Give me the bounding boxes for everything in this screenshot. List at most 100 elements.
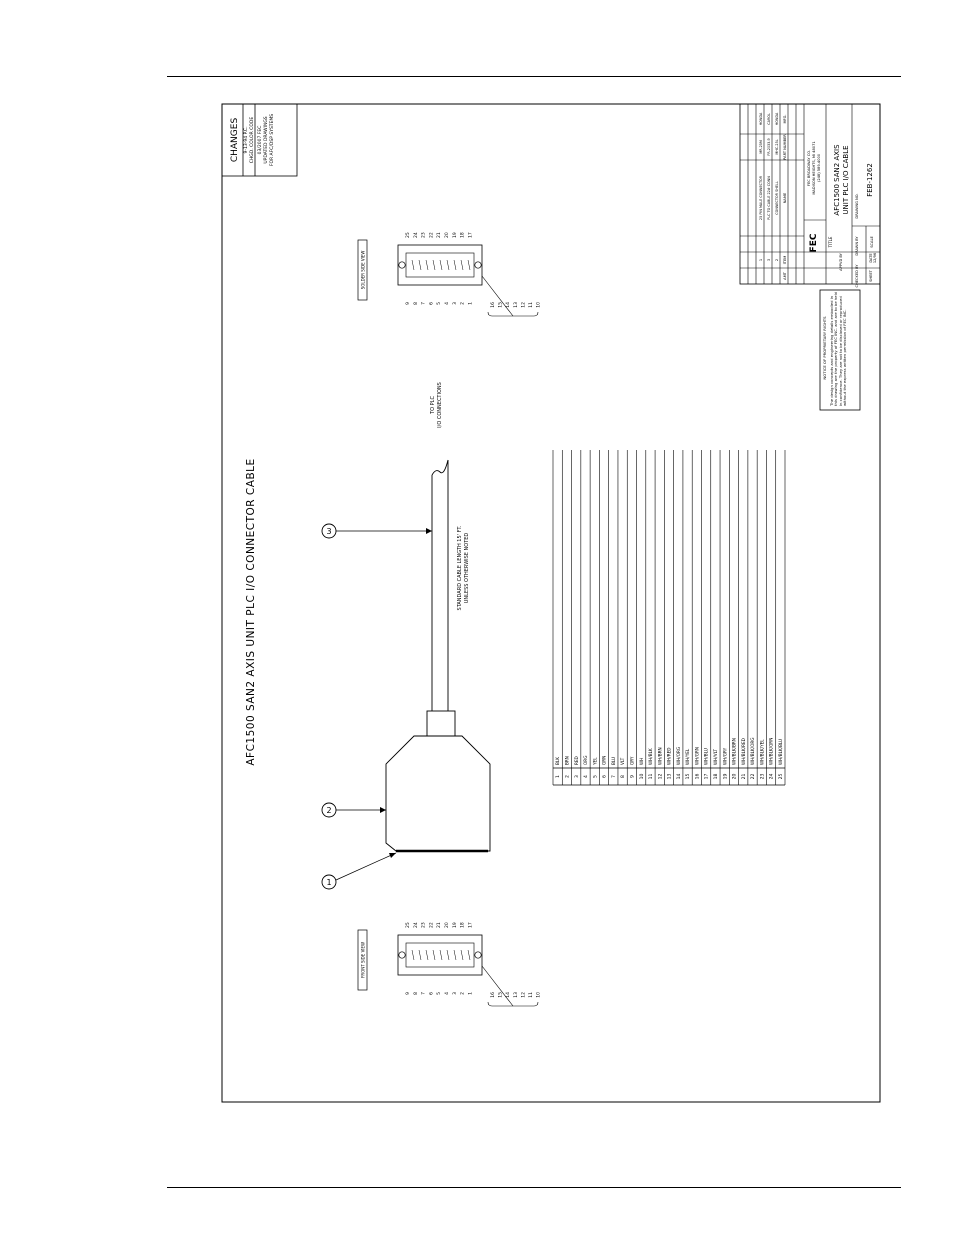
pin-label-top: 24 [413,232,419,238]
front-side_label: FRONT SIDE VIEW [361,942,366,978]
brace-leader [481,965,514,1007]
pin-label-top: 23 [421,232,427,238]
wire-pin-number: 5 [592,775,598,778]
bom-row-3-desc: 25 PIN MALE CONNECTOR [759,175,763,220]
wire-pin-number: 22 [750,774,756,780]
bom-row-2-mfg: HONDA [775,112,779,125]
pin-label-top: 20 [444,232,450,238]
title-block: AMT ITEM NAME PART NUMBER MFG. 3 PLC TO … [739,103,881,288]
wire-pin-number: 4 [583,775,589,778]
pin-mark [439,949,443,961]
callout-1: 1 [321,852,397,890]
wire-color: WH/BLK/BLU [778,739,783,765]
connector-insert [405,252,475,278]
bom-header-desc: NAME [783,192,787,203]
wire-pin-number: 19 [722,774,728,780]
wire-color: WH/BLK/ORG [750,737,755,765]
bom-header-qty: AMT [783,271,787,280]
checked-label: CHECKED BY [855,264,859,288]
wire-color: WH/BLU [704,748,709,765]
pin-mark [453,949,457,961]
pin-label-top: 22 [428,922,434,928]
wire-color-table: 1BLK2BRN3RED4ORG5YEL6GRN7BLU8VLT9GRY10WH… [552,450,786,786]
wire-color: WH/BRN [657,747,662,765]
callout-3: 3 [321,523,432,539]
callout-2-label: 2 [326,806,331,815]
wire-pin-number: 18 [713,774,719,780]
changes-header: CHANGES [230,118,240,163]
pin-mark [425,949,429,961]
pin-label-bottom: 5 [436,992,442,995]
pin-mark [467,259,471,271]
wire-pin-number: 3 [574,775,580,778]
pin-label-bottom: 6 [428,992,434,995]
pin-label-bottom: 3 [452,992,458,995]
wire-pin-number: 9 [629,775,635,778]
notice-body: The design concepts and engineering deta… [828,291,848,406]
pin-mark [425,259,429,271]
pin-label-bracket: 14 [505,302,511,308]
pin-mark [432,259,436,271]
pin-label-bracket: 15 [498,302,504,308]
sheet-border [221,103,881,1103]
to-plc-line2: I/O CONNECTIONS [437,382,443,428]
change-1-line1: 9-13-94 P.C. [243,126,249,153]
pin-label-bottom: 2 [460,992,466,995]
wire-color: WH/GRN [694,747,699,765]
pin-mark [432,949,436,961]
change-1-line2: CHGD. COLOR CODE [249,117,255,164]
pin-mark [446,259,450,271]
approved-label: APPVD BY [839,252,843,270]
pin-label-top: 22 [428,232,434,238]
wire-color: WH/GRY [722,747,727,765]
callout-3-label: 3 [326,527,331,536]
notice-title: NOTICE OF PROPRIETARY RIGHTS [822,316,827,380]
solder-side-connector: SOLDER SIDE VIEW259248237226215204193182… [357,232,542,317]
drawing-title: AFC1500 SAN2 AXIS UNIT PLC I/O CONNECTOR… [245,458,257,765]
pin-label-bottom: 1 [467,992,473,995]
wire-pin-number: 24 [769,774,775,780]
wire-pin-number: 12 [657,774,663,780]
bom-row-1-desc: PLC TO CABLE 22# CONN [767,176,771,220]
wire-color: WH/RED [667,748,672,765]
pin-label-top: 17 [467,922,473,928]
wire-color: WH/BLK/GRN [769,738,774,765]
wire-color: GRY [629,756,634,765]
wire-pin-number: 17 [704,774,710,780]
wire-color: WH/ORG [676,747,681,765]
pin-brace [487,1001,539,1007]
pin-mark [446,949,450,961]
pin-label-top: 23 [421,922,427,928]
wire-color: WH/BLK/RED [741,738,746,765]
pin-label-bracket: 10 [536,992,542,998]
pin-label-bracket: 12 [520,302,526,308]
bom-row-2-part: MHC-25L [775,139,779,154]
pin-label-bottom: 2 [460,302,466,305]
brace-leader [481,275,514,317]
address-line1: FEC BROADWAY CO. [807,150,811,186]
drawing-no-label: DRAWING NO. [855,193,859,218]
header-rule [167,76,901,77]
connector-body [397,934,483,976]
pin-label-top: 17 [467,232,473,238]
bom-row-1-item: 3 [767,259,771,261]
pin-label-bottom: 1 [467,302,473,305]
wire-color: WH/VLT [713,749,718,765]
wire-pin-number: 25 [778,774,784,780]
scale-label: SCALE [870,236,874,248]
title-label: TITLE [828,236,833,248]
wire-pin-number: 20 [732,774,738,780]
callout-1-label: 1 [326,878,331,887]
wire-color: VLT [620,757,625,765]
bom-header-part: PART NUMBER [783,134,787,160]
sheet-label: SHEET [869,269,873,282]
pin-label-top: 18 [460,922,466,928]
wire-pin-number: 16 [694,774,700,780]
pin-label-top: 18 [460,232,466,238]
address-line2: MADISON HEIGHTS, MI 48071 [812,141,816,194]
pin-label-bracket: 12 [520,992,526,998]
bom-row-3-mfg: HONDA [759,112,763,125]
wire-pin-number: 15 [685,774,691,780]
change-2-line3: FOR AFC/DSP SYSTEMS [269,114,275,166]
connector-assembly [385,459,491,853]
